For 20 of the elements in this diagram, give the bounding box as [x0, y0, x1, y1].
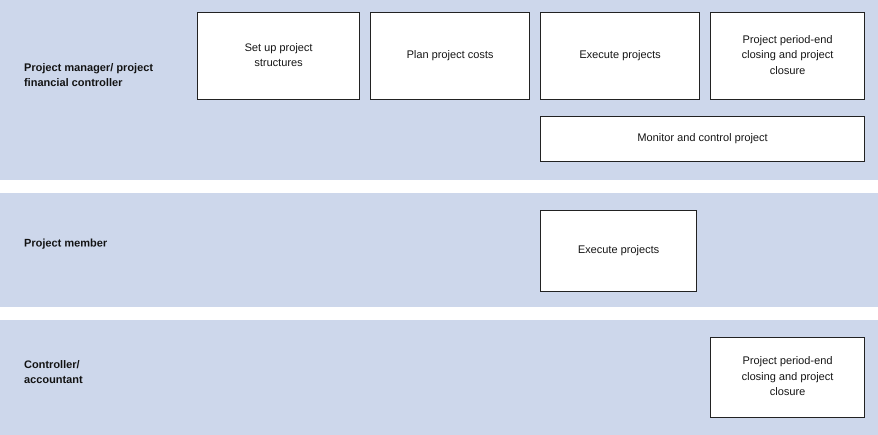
swimlane-band: [0, 193, 878, 307]
process-box: [710, 337, 865, 418]
lane-label: Project member: [24, 236, 108, 252]
process-box: [197, 12, 360, 100]
step-label: Set up project structures: [244, 40, 314, 71]
lane-label: Controller/ accountant: [24, 358, 84, 388]
step-label: Execute projects: [579, 48, 661, 64]
process-box: [540, 116, 865, 162]
swimlane-band: [0, 320, 878, 435]
step-label: Project period-end closing and project closure: [740, 32, 834, 79]
process-box: [540, 12, 700, 100]
process-box: [710, 12, 865, 100]
process-box: [370, 12, 530, 100]
lane-label: Project manager/ project financial controller: [24, 61, 154, 91]
step-label: Monitor and control project: [637, 131, 768, 146]
swimlane-band: [0, 0, 878, 180]
step-label: Plan project costs: [406, 48, 494, 64]
step-label: Project period-end closing and project closure: [740, 354, 834, 400]
step-label: Execute projects: [578, 243, 660, 258]
process-box: [540, 210, 697, 292]
